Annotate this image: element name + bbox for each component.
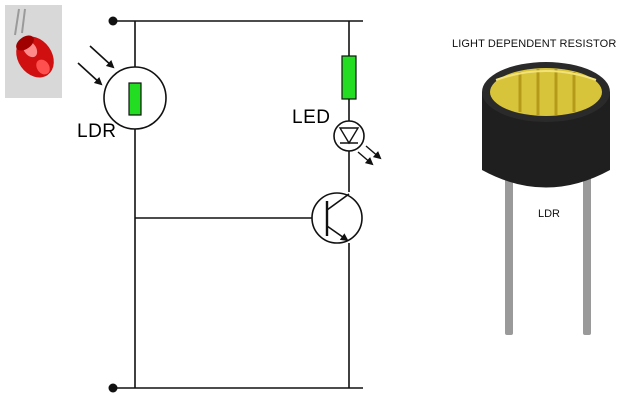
ldr-window [490, 68, 602, 116]
ldr-branch [77, 21, 167, 388]
light-arrows-ldr [77, 45, 115, 86]
ldr-symbol [103, 66, 167, 130]
ldr-leg-right [583, 172, 591, 335]
ldr-photo [482, 62, 610, 335]
photo-title: LIGHT DEPENDENT RESISTOR [452, 38, 617, 50]
top-rail [108, 16, 363, 26]
led-symbol-label: LED [292, 107, 331, 128]
resistor [341, 55, 357, 100]
led-branch [311, 21, 382, 388]
ldr-leg-left [505, 165, 513, 335]
ldr-symbol-label: LDR [77, 121, 117, 142]
light-arrows-led [357, 145, 382, 166]
red-led-icon [14, 8, 54, 78]
npn-transistor [311, 192, 363, 244]
bottom-rail [108, 383, 363, 393]
red-led-thumbnail [5, 5, 62, 98]
photo-body-label: LDR [538, 208, 561, 220]
led-symbol [333, 120, 365, 152]
